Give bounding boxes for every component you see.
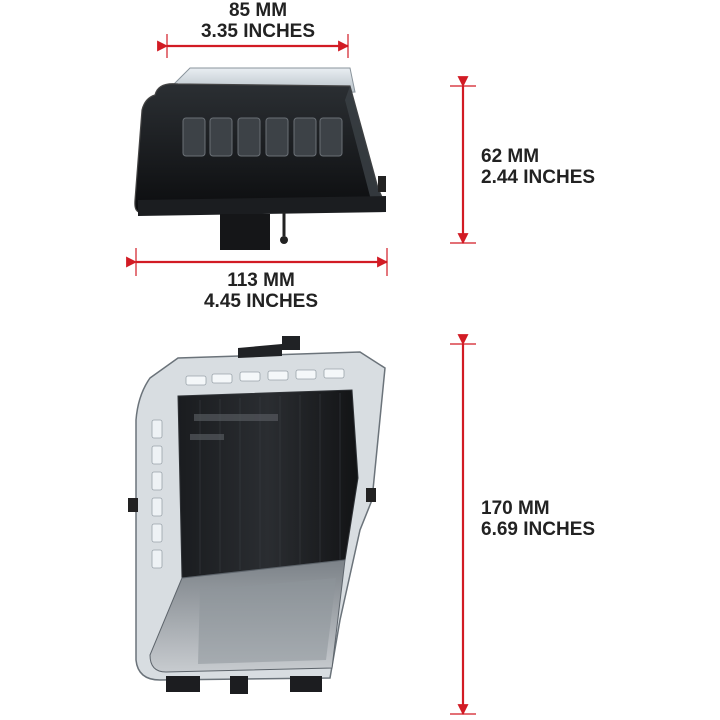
lens-texture bbox=[199, 393, 341, 574]
top-product-view bbox=[134, 67, 386, 250]
width-base-label: 113 MM 4.45 INCHES bbox=[176, 270, 346, 312]
width-base-inches: 4.45 INCHES bbox=[203, 291, 319, 312]
bottom-product-view bbox=[128, 336, 386, 694]
height-bottom-mm: 170 MM bbox=[481, 498, 550, 519]
height-top-mm: 62 MM bbox=[481, 146, 540, 167]
width-top-label: 85 MM 3.35 INCHES bbox=[178, 0, 338, 42]
height-bottom-dimension-arrow bbox=[450, 334, 476, 716]
side-led-column bbox=[151, 419, 163, 569]
top-led-row bbox=[185, 368, 345, 386]
width-top-dimension-arrow bbox=[157, 34, 350, 58]
height-top-inches: 2.44 INCHES bbox=[481, 167, 596, 188]
height-top-label: 62 MM 2.44 INCHES bbox=[481, 146, 681, 188]
width-top-inches: 3.35 INCHES bbox=[200, 21, 316, 42]
led-segments bbox=[182, 117, 343, 157]
width-base-mm: 113 MM bbox=[227, 270, 295, 291]
height-bottom-inches: 6.69 INCHES bbox=[481, 519, 596, 540]
lens-marking bbox=[190, 414, 278, 440]
width-top-mm: 85 MM bbox=[228, 0, 288, 21]
height-top-dimension-arrow bbox=[450, 76, 476, 245]
height-bottom-label: 170 MM 6.69 INCHES bbox=[481, 498, 681, 540]
width-base-dimension-arrow bbox=[126, 248, 389, 276]
